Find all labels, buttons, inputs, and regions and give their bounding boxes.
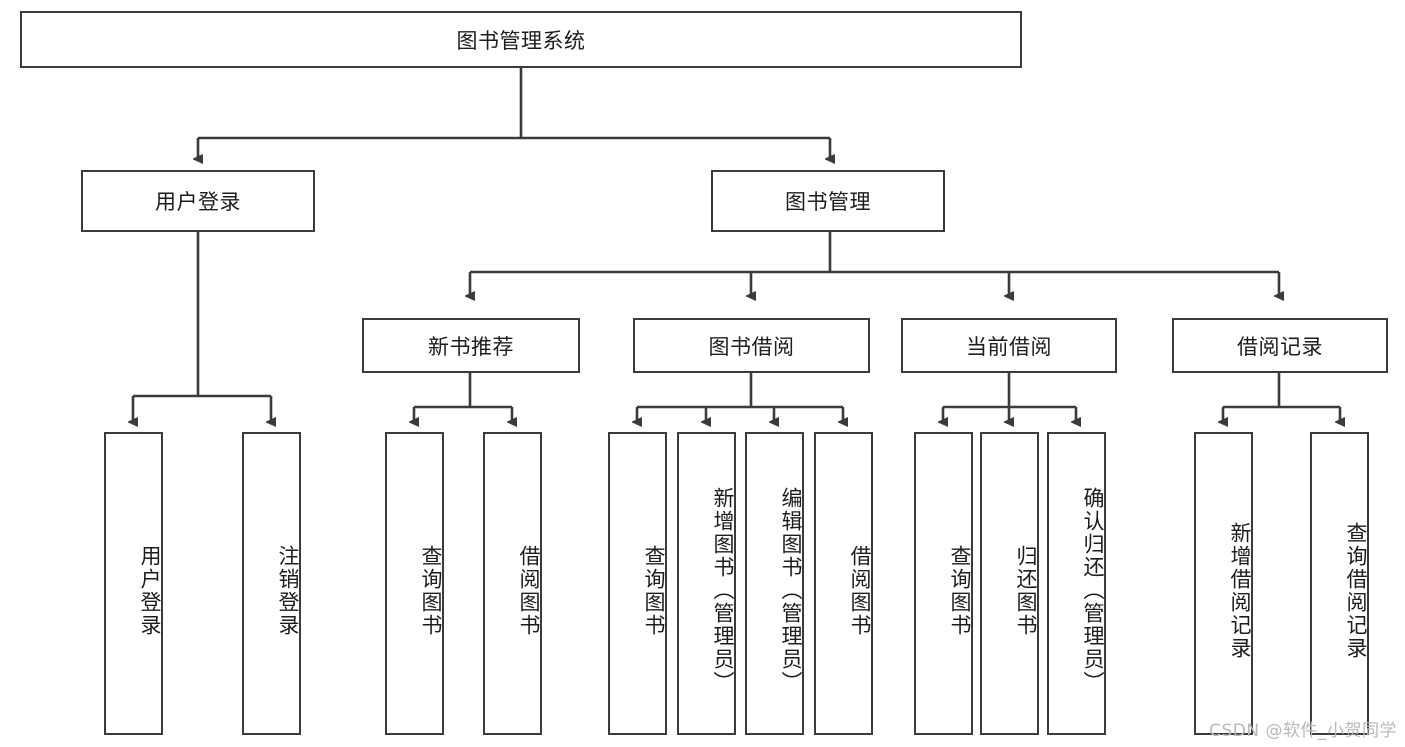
leaf-current-query-book[interactable]: 查询图书 — [914, 432, 973, 735]
node-label: 查询图书 — [948, 544, 972, 637]
node-label: 编辑图书（管理员） — [779, 487, 803, 694]
leaf-borrow-edit-book-admin[interactable]: 编辑图书（管理员） — [745, 432, 804, 735]
node-label: 新增借阅记录 — [1228, 521, 1252, 660]
node-label: 注销登录 — [276, 544, 300, 637]
leaf-current-return-book[interactable]: 归还图书 — [980, 432, 1039, 735]
node-label: 借阅图书 — [517, 544, 541, 637]
node-label: 图书管理系统 — [456, 28, 586, 53]
leaf-record-query-record[interactable]: 查询借阅记录 — [1310, 432, 1369, 735]
node-label: 查询图书 — [419, 544, 443, 637]
leaf-borrow-borrow-book[interactable]: 借阅图书 — [814, 432, 873, 735]
node-label: 新书推荐 — [428, 334, 514, 359]
node-label: 图书管理 — [785, 190, 871, 214]
node-label: 新增图书（管理员） — [711, 487, 735, 694]
node-label: 用户登录 — [155, 190, 241, 214]
leaf-borrow-query-book[interactable]: 查询图书 — [608, 432, 667, 735]
node-label: 归还图书 — [1014, 544, 1038, 637]
node-label: 用户登录 — [138, 544, 162, 637]
node-label: 查询借阅记录 — [1344, 521, 1368, 660]
node-label: 借阅图书 — [848, 544, 872, 637]
node-book-borrow[interactable]: 图书借阅 — [633, 318, 870, 373]
node-new-book-recommend[interactable]: 新书推荐 — [362, 318, 580, 373]
node-label: 确认归还（管理员） — [1081, 487, 1105, 694]
leaf-record-add-record[interactable]: 新增借阅记录 — [1194, 432, 1253, 735]
node-label: 查询图书 — [642, 544, 666, 637]
node-current-borrow[interactable]: 当前借阅 — [901, 318, 1117, 373]
leaf-current-confirm-return-admin[interactable]: 确认归还（管理员） — [1047, 432, 1106, 735]
leaf-recommend-borrow-book[interactable]: 借阅图书 — [483, 432, 542, 735]
node-borrow-record[interactable]: 借阅记录 — [1172, 318, 1388, 373]
csdn-watermark: CSDN @软件_小贺同学 — [1209, 721, 1397, 741]
leaf-user-login-logout[interactable]: 注销登录 — [242, 432, 301, 735]
leaf-borrow-add-book-admin[interactable]: 新增图书（管理员） — [677, 432, 736, 735]
node-label: 图书借阅 — [708, 334, 795, 359]
node-label: 借阅记录 — [1237, 334, 1323, 359]
node-root-system[interactable]: 图书管理系统 — [20, 11, 1022, 68]
node-label: 当前借阅 — [966, 334, 1052, 359]
leaf-user-login-login[interactable]: 用户登录 — [104, 432, 163, 735]
node-user-login[interactable]: 用户登录 — [81, 170, 315, 232]
node-book-management[interactable]: 图书管理 — [711, 170, 945, 232]
leaf-recommend-query-book[interactable]: 查询图书 — [385, 432, 444, 735]
